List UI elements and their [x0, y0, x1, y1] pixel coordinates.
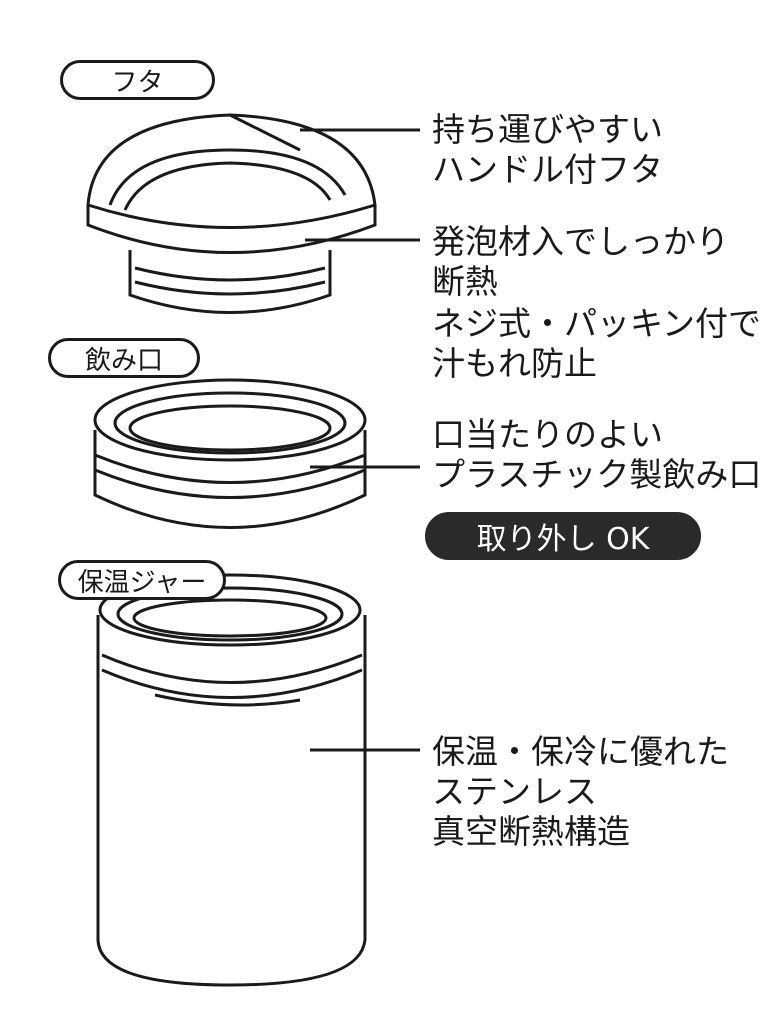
mouthpiece-drawing [93, 378, 367, 529]
feature-line: 保温・保冷に優れた [432, 732, 729, 771]
feature-line: プラスチック製飲み口 [432, 455, 762, 494]
feature-handle-lid: 持ち運びやすい ハンドル付フタ [432, 110, 663, 190]
feature-insulation: 発泡材入でしっかり 断熱 [432, 222, 729, 302]
feature-line: 断熱 [432, 262, 498, 301]
feature-mouthpiece: 口当たりのよい プラスチック製飲み口 [432, 415, 761, 495]
feature-line: 口当たりのよい [432, 415, 663, 454]
feature-line: ハンドル付フタ [432, 150, 663, 189]
feature-leakproof: ネジ式・パッキン付で 汁もれ防止 [432, 304, 761, 384]
removable-badge: 取り外し OK [425, 512, 701, 560]
feature-line: 持ち運びやすい [432, 110, 663, 149]
lid-drawing [86, 113, 377, 314]
feature-line: ネジ式・パッキン付で [432, 304, 762, 343]
lid-label: フタ [60, 60, 215, 100]
mouthpiece-label: 飲み口 [48, 338, 200, 378]
feature-line: 発泡材入でしっかり [432, 222, 729, 261]
jar-label: 保温ジャー [58, 560, 226, 600]
feature-line: ステンレス [432, 772, 597, 811]
feature-line: 汁もれ防止 [432, 344, 597, 383]
feature-vacuum: 保温・保冷に優れた ステンレス 真空断熱構造 [432, 732, 729, 852]
feature-line: 真空断熱構造 [432, 812, 630, 851]
jar-drawing [96, 573, 367, 987]
